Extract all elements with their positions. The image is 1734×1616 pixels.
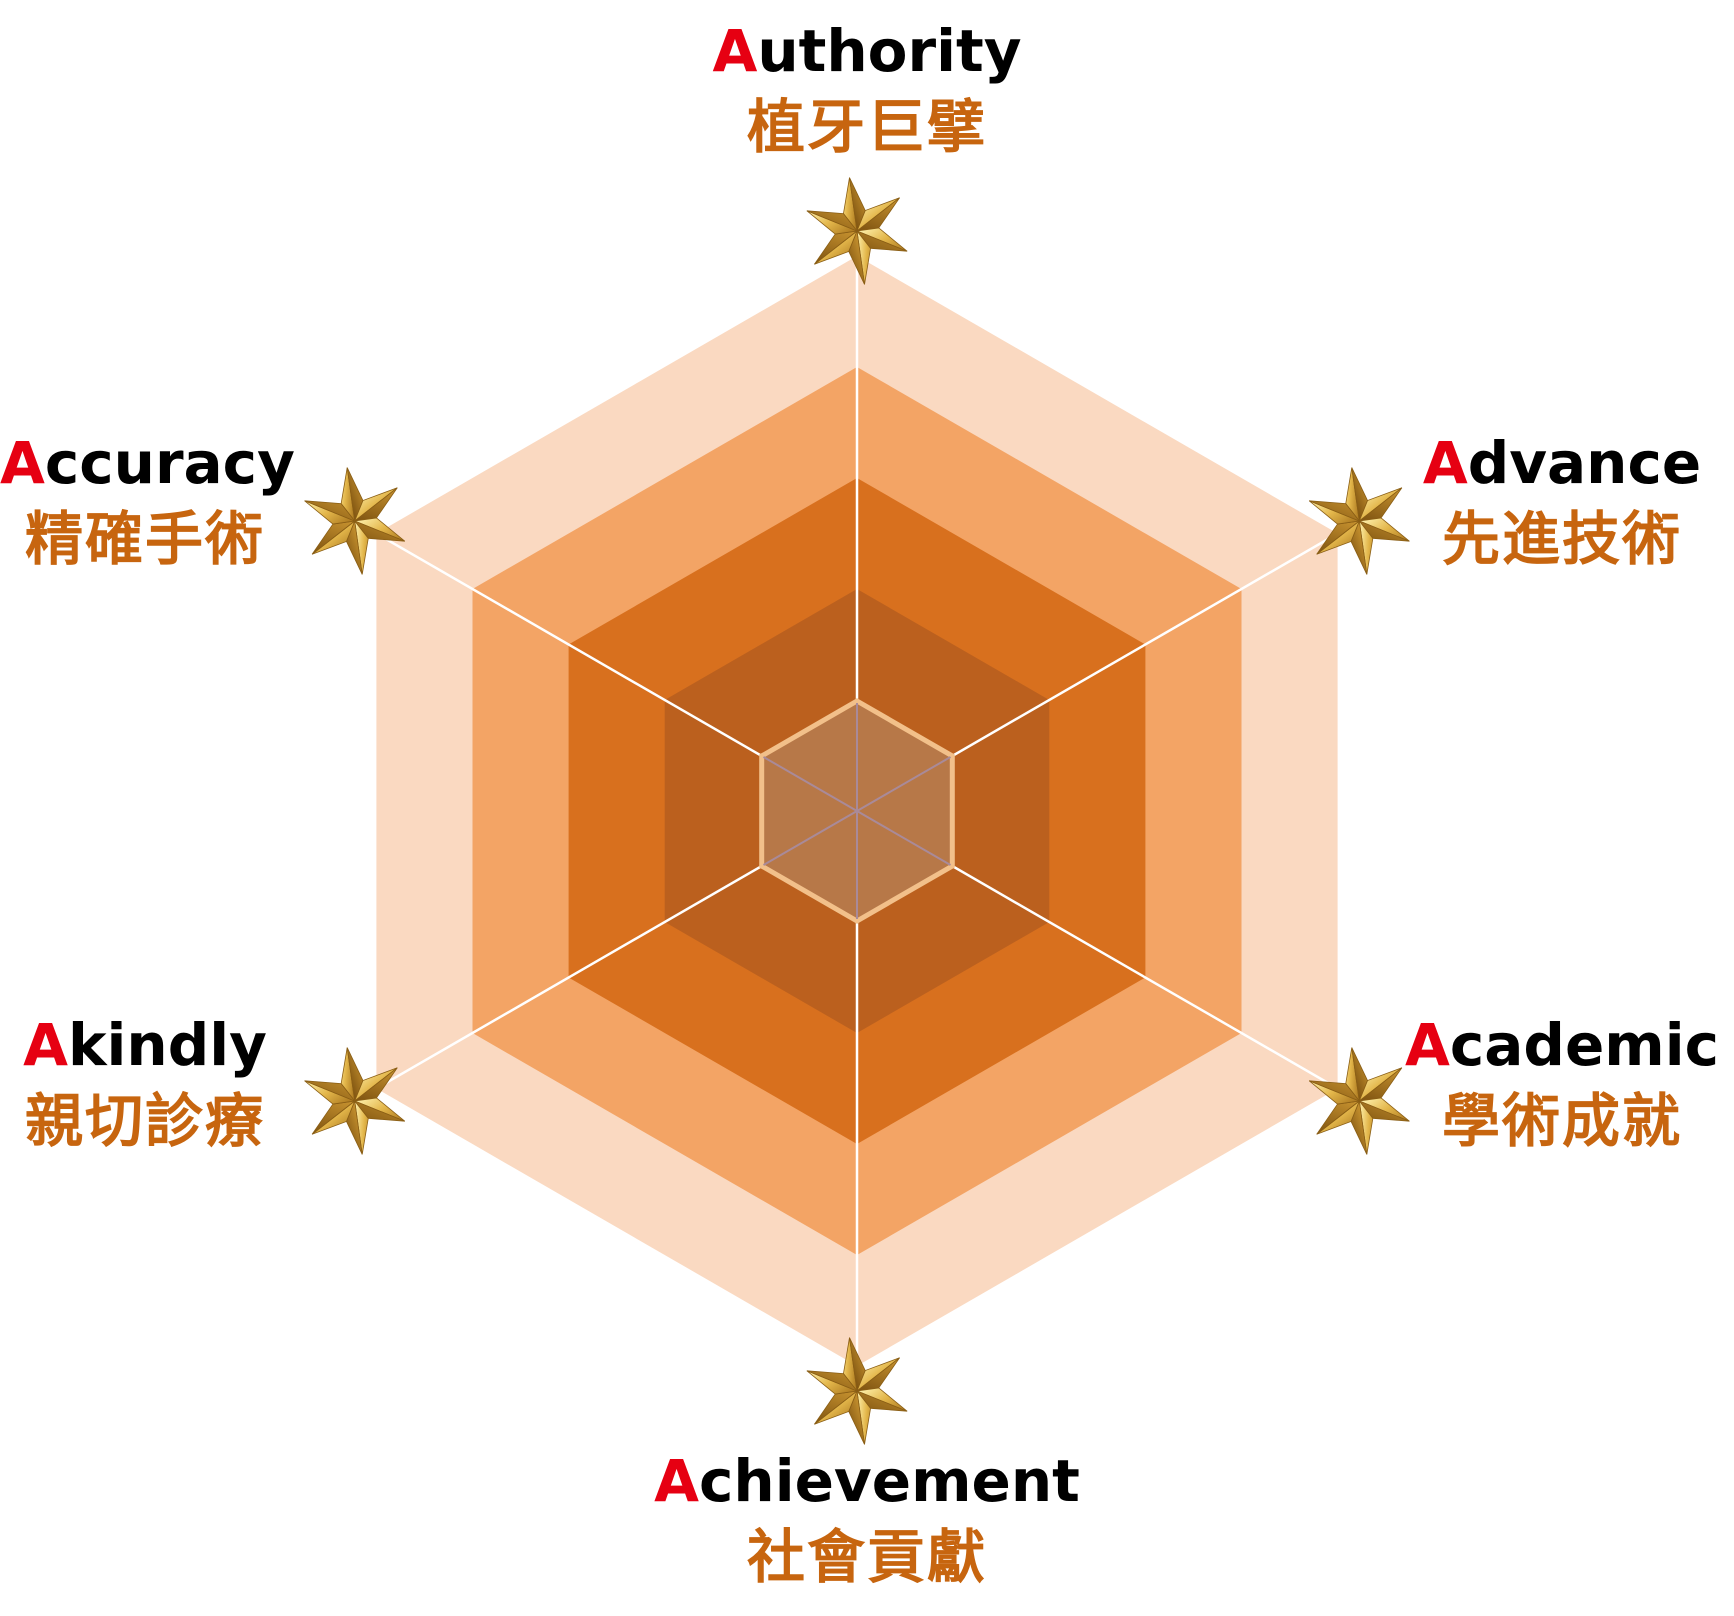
gold-star-icon [304, 1047, 406, 1155]
star-facet-dark [806, 1370, 859, 1392]
axis-label-academic: Academic 學術成就 [1390, 1016, 1734, 1150]
star-facet-dark [1309, 500, 1361, 522]
gold-star-icon [806, 177, 908, 285]
axis-label-en: Authority [712, 17, 1022, 85]
center-axis-line [762, 756, 858, 812]
gold-star-icon [806, 1337, 908, 1445]
axis-label-en: Accuracy [0, 429, 295, 497]
axis-label-zh: 學術成就 [1441, 1087, 1682, 1155]
axis-label-achievement: Achievement 社會貢獻 [607, 1452, 1127, 1586]
axis-label-authority: Authority 植牙巨擘 [657, 22, 1077, 156]
star-facet-dark [806, 210, 859, 232]
axis-label-zh: 社會貢獻 [746, 1523, 987, 1591]
center-axis-line [762, 810, 858, 866]
axis-label-en: Akindly [23, 1011, 267, 1079]
axis-label-akindly: Akindly 親切診療 [0, 1016, 290, 1150]
center-axis-line [856, 756, 952, 812]
axis-label-advance: Advance 先進技術 [1390, 434, 1734, 568]
star-facet-dark [1309, 1080, 1361, 1102]
center-hexagon [759, 698, 955, 924]
gold-star-icon [1308, 1047, 1410, 1155]
axis-label-zh: 精確手術 [24, 505, 265, 573]
axis-label-accuracy: Accuracy 精確手術 [0, 429, 295, 573]
gold-star-icon [1308, 467, 1410, 575]
axis-label-zh: 親切診療 [24, 1087, 265, 1155]
axis-label-en: Advance [1422, 429, 1702, 497]
center-axis-line [856, 810, 952, 866]
axis-label-zh: 植牙巨擘 [746, 93, 987, 161]
axis-label-en: Achievement [654, 1447, 1080, 1515]
axis-label-en: Academic [1405, 1011, 1719, 1079]
star-facet-dark [304, 500, 356, 522]
axis-label-zh: 先進技術 [1441, 505, 1682, 573]
gold-star-icon [304, 467, 406, 575]
star-facet-dark [304, 1080, 356, 1102]
star-markers [304, 177, 1410, 1445]
